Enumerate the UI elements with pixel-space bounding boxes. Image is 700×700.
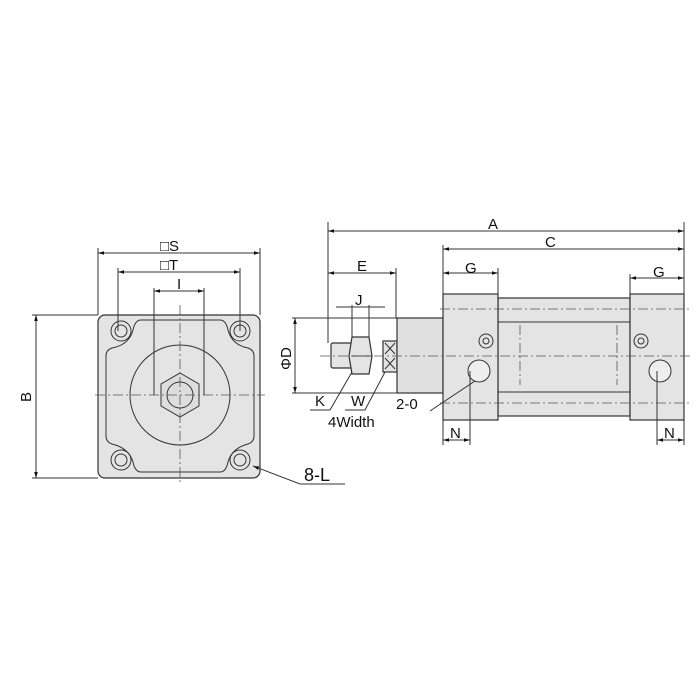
label-N-left: N [450,425,461,442]
label-width: 4Width [328,414,375,431]
label-W: W [351,393,366,410]
label-S: □S [160,238,179,255]
bolt-hole-icon [229,449,251,471]
label-T: □T [160,257,178,274]
bolt-hole-icon [110,320,132,342]
label-L: 8-L [304,465,330,485]
leader-O [429,380,476,412]
label-E: E [357,258,367,275]
label-I: I [177,276,181,293]
label-A: A [488,216,498,233]
label-C: C [545,234,556,251]
leader-W [345,371,386,411]
port-icon [467,359,491,383]
cylinder-tube [497,297,631,417]
label-J: J [355,292,363,309]
label-O: 2-0 [396,396,418,413]
label-G-right: G [653,264,665,281]
label-D: ΦD [278,347,295,370]
leader-L [252,465,345,485]
piston-rod [396,317,444,394]
wrench-flats [382,340,398,373]
side-view: A C E G G J ΦD K W 4Width 2-0 N N [278,216,690,445]
label-K: K [315,393,325,410]
cushion-screw-icon [478,333,494,349]
leader-K [310,371,353,411]
bolt-hole-icon [110,449,132,471]
front-view: □S □T I B 8-L [18,238,345,485]
label-G-left: G [465,260,477,277]
port-icon [648,359,672,383]
cushion-screw-icon [633,333,649,349]
label-N-right: N [664,425,675,442]
inner-recess [105,319,255,473]
label-B: B [18,392,35,402]
